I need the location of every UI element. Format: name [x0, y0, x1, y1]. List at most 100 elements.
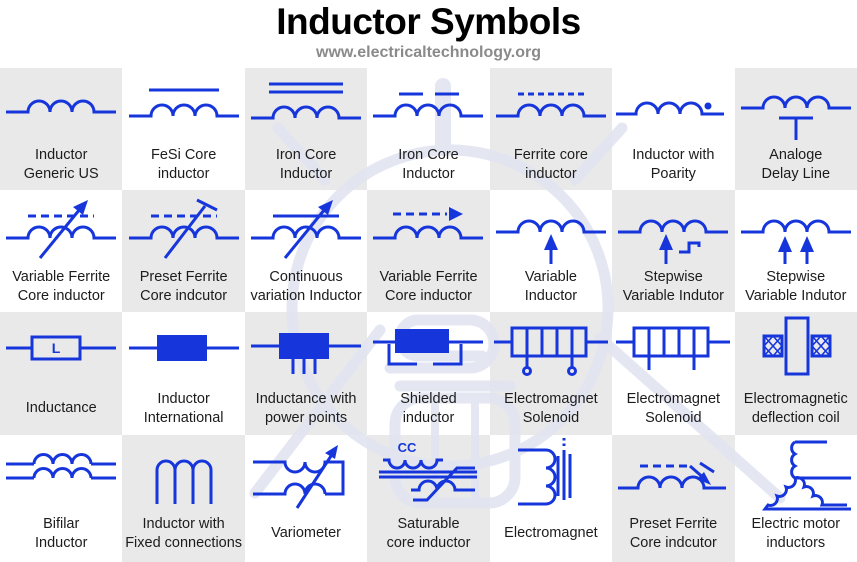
cell-label: Continuous variation Inductor [250, 266, 361, 308]
iron-core-inductor-2-symbol [367, 68, 489, 144]
inductor-with-fixed-connections-symbol [122, 435, 244, 513]
cell-label-line: Inductance [25, 400, 97, 417]
website-url: www.electricaltechnology.org [316, 43, 541, 61]
bifilar-inductor-symbol [0, 435, 122, 513]
cell-electric-motor-inductors: Electric motor inductors [734, 435, 857, 562]
cell-label-line: Core inductor [17, 288, 105, 304]
cell-label: Variometer [271, 513, 341, 555]
electric-motor-inductors-symbol [735, 435, 857, 513]
variometer-symbol [245, 435, 367, 513]
cell-label-line: Inductor [279, 166, 333, 182]
cell-electromagnet: Electromagnet [489, 435, 613, 562]
cell-label-line: Variable Ferrite [12, 268, 111, 285]
cell-label-line: Inductor [35, 535, 88, 551]
cell-label-line: Inductor [157, 390, 210, 407]
cell-label-line: Generic US [23, 166, 99, 182]
cell-label-line: Electromagnetic [743, 390, 848, 407]
ferrite-core-inductor-symbol [490, 68, 612, 144]
preset-ferrite-core-indcutor-2-symbol [612, 435, 734, 513]
cell-label-line: deflection coil [751, 410, 840, 426]
cell-label-line: Iron Core [275, 146, 337, 163]
cell-label-line: Saturable [397, 515, 460, 532]
cell-label-line: inductor [157, 166, 210, 182]
cell-variometer: Variometer [244, 435, 368, 562]
cell-label-line: Inductor with [142, 515, 225, 532]
cell-label-line: Electric motor [751, 515, 841, 532]
fesi-core-inductor-symbol [122, 68, 244, 144]
stepwise-variable-indutor-1-symbol [612, 190, 734, 266]
cell-label-line: Core inductor [384, 288, 473, 304]
cell-label-line: Delay Line [761, 166, 831, 182]
cell-label-line: Variable [524, 268, 577, 285]
cell-label-line: Variable Indutor [622, 288, 724, 304]
cell-label-line: Iron Core [398, 146, 459, 163]
cell-label-line: inductors [766, 535, 826, 551]
inductance-symbol: L [0, 312, 122, 388]
cell-label-line: Preset Ferrite [139, 268, 228, 285]
inductor-generic-us-symbol [0, 68, 122, 144]
preset-ferrite-core-indcutor-1-symbol [122, 190, 244, 266]
cell-inductance: L Inductance [0, 312, 123, 435]
continuous-variation-inductor-symbol [245, 190, 367, 266]
saturable-core-inductor-symbol: CC [367, 435, 489, 513]
cell-label-line: Variometer [271, 525, 341, 542]
cell-label-line: Continuous [269, 268, 343, 285]
cell-label-line: Stepwise [766, 268, 826, 285]
cell-label-line: Stepwise [643, 268, 703, 285]
shielded-inductor-symbol [367, 312, 489, 388]
variable-inductor-symbol [490, 190, 612, 266]
electromagnet-symbol [490, 435, 612, 513]
electromagnet-solenoid-2-symbol [612, 312, 734, 388]
cell-label: Electromagnet [504, 513, 598, 555]
cell-label-line: FeSi Core [150, 146, 217, 163]
cell-label-line: Inductor with [632, 146, 715, 163]
cell-label-line: Inductance with [255, 390, 357, 407]
cell-label-line: Shielded [400, 390, 457, 407]
cell-electromagnetic-deflection-coil: Electromagnetic deflection coil [734, 312, 857, 435]
cell-label-line: Electromagnet [504, 525, 598, 542]
cell-label-line: Solenoid [522, 410, 580, 426]
cell-label-line: Fixed connections [125, 535, 243, 551]
variable-ferrite-core-inductor-1-symbol [0, 190, 122, 266]
inductor-with-poarity-symbol [612, 68, 734, 144]
cell-label-line: Inductor [402, 166, 455, 182]
cell-label-line: International [143, 410, 224, 426]
svg-text:CC: CC [398, 440, 417, 455]
inductor-international-symbol [122, 312, 244, 388]
electromagnet-solenoid-1-symbol [490, 312, 612, 388]
cell-label-line: Core indcutor [629, 535, 717, 551]
header: Inductor Symbols www.electricaltechnolog… [0, 0, 857, 68]
cell-label-line: Ferrite core [513, 146, 588, 163]
cell-label-line: variation Inductor [250, 288, 362, 304]
